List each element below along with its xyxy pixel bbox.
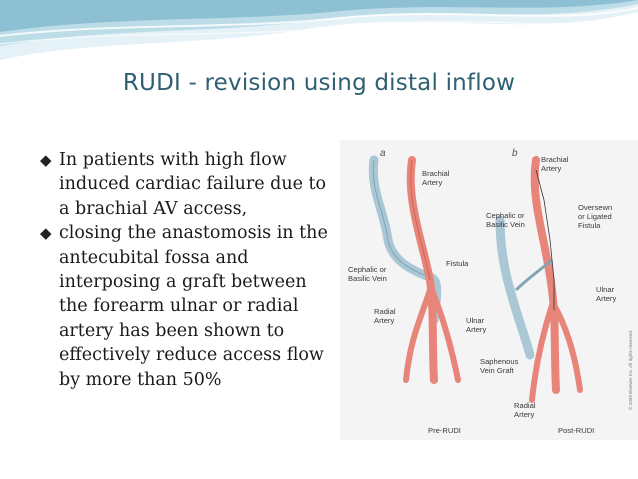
label-ulnar-artery-b: Ulnar Artery <box>596 285 616 303</box>
panel-a-letter: a <box>380 148 386 159</box>
label-oversewn-fistula-b: Oversewn or Ligated Fistula <box>578 203 614 230</box>
bullet-marker-icon: ◆ <box>40 151 52 169</box>
caption-post-rudi: Post-RUDI <box>558 426 594 435</box>
caption-pre-rudi: Pre-RUDI <box>428 426 461 435</box>
label-cephalic-basilic-b: Cephalic or Basilic Vein <box>486 211 527 229</box>
rudi-anatomy-figure: a b Brachial Artery Cephalic or Basilic … <box>340 140 638 440</box>
bullet-marker-icon: ◆ <box>40 224 52 243</box>
label-cephalic-basilic-a: Cephalic or Basilic Vein <box>348 265 389 283</box>
bullet-item: ◆ closing the anastomosis in the antecub… <box>40 221 340 392</box>
label-radial-artery-a: Radial Artery <box>374 307 398 325</box>
label-brachial-artery-a: Brachial Artery <box>422 169 452 187</box>
label-saphenous-graft-b: Saphenous Vein Graft <box>480 357 521 375</box>
header-waves-decoration <box>0 0 638 60</box>
bullet-item: ◆ In patients with high flow induced car… <box>40 148 340 221</box>
panel-b-letter: b <box>512 148 518 159</box>
bullet-text: In patients with high flow induced cardi… <box>59 150 327 219</box>
bullet-text: closing the anastomosis in the antecubit… <box>59 223 328 390</box>
label-ulnar-artery-a: Ulnar Artery <box>466 316 486 334</box>
figure-copyright: © 2009 Elsevier Inc. All rights reserved… <box>627 330 633 410</box>
label-fistula-a: Fistula <box>446 259 469 268</box>
vein-illustration-b <box>495 215 535 360</box>
slide-title: RUDI - revision using distal inflow <box>122 70 516 96</box>
label-radial-artery-b: Radial Artery <box>514 401 538 419</box>
label-brachial-artery-b: Brachial Artery <box>541 155 571 173</box>
saphenous-graft-illustration <box>514 258 553 292</box>
bullet-list: ◆ In patients with high flow induced car… <box>40 148 340 392</box>
artery-illustration-b <box>530 156 560 394</box>
